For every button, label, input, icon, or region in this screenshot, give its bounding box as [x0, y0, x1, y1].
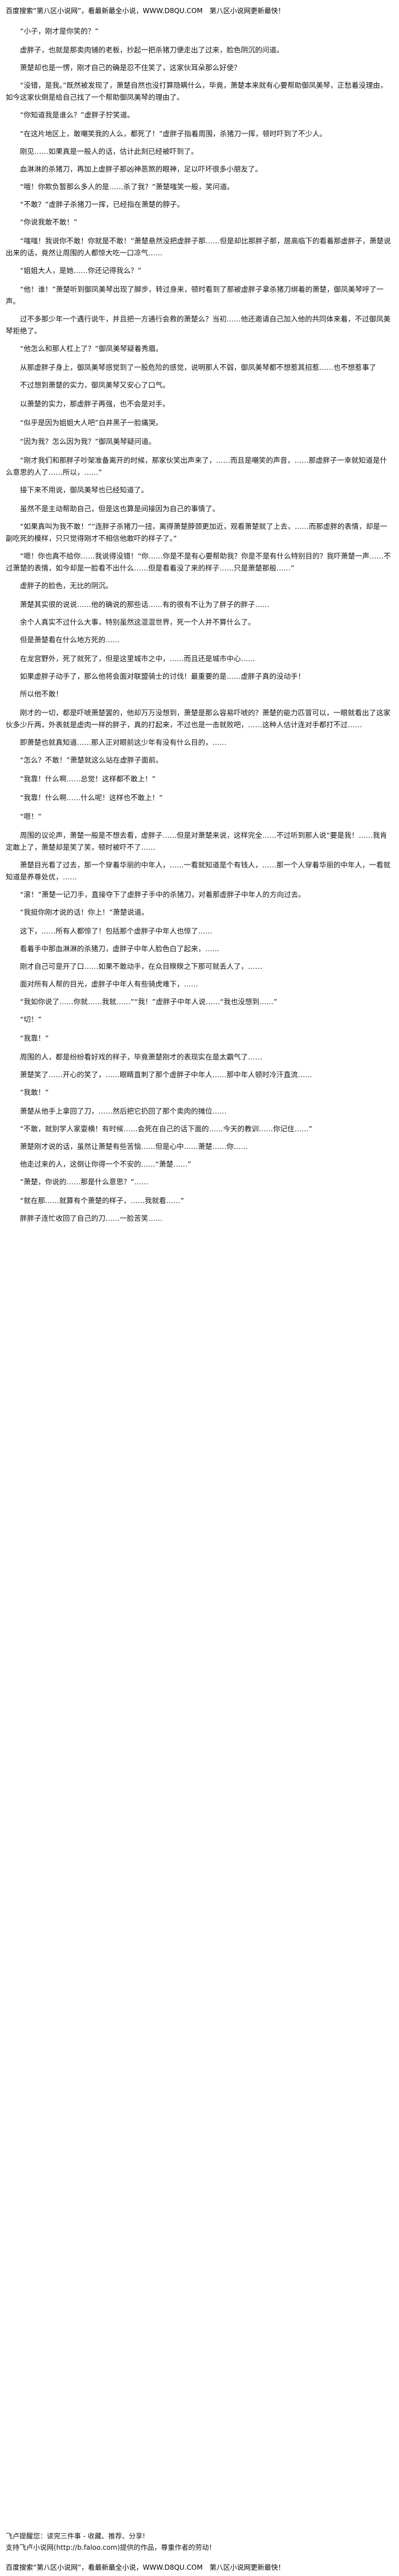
paragraph: 周围的人，都是纷纷看好戏的样子，毕竟萧楚刚才的表现实在是太霸气了…… — [20, 1053, 263, 1061]
paragraph: “嗤嗤！我说你不敢！你就是不敢！”萧楚悬然没把虚胖子那……但是却比那胖子那，居高… — [6, 237, 391, 257]
paragraph: “怎么？不敢！”萧楚就这么站在虚胖子面前。 — [20, 756, 163, 764]
paragraph: “滚！”萧楚一记刀手，直接夺下了虚胖子手中的杀猪刀，对着那虚胖子中年人的方向过去… — [20, 890, 306, 899]
paragraph: “你说我敢不敢！” — [20, 218, 78, 226]
paragraph: 即萧楚也就真知道……那人正对眼前这少年有没有什么目的，…… — [20, 738, 227, 747]
paragraph: “哦！你欺负暂那么多人的是……杀了我？”萧楚嗤笑一般，笑问道。 — [20, 182, 234, 191]
paragraph: 刚才自己可是开了口……如果不敢动手，在众目睽睽之下那可就丢人了，…… — [20, 962, 263, 971]
paragraph: “我靠！” — [20, 1034, 49, 1042]
paragraph: “没错，是我。”既然被发现了，萧楚自然也没打算隐瞒什么，毕竟，萧楚本来就有心要帮… — [6, 81, 388, 101]
paragraph: “他！谁！”萧楚听到御凤美琴出现了脚步，转过身来，顿时看到了那被虚胖子拿杀猪刀绑… — [6, 285, 384, 305]
paragraph: 刚才的一切，都是吓唬萧楚罢的，他却万万没想到，萧楚是那么容易吓唬的？萧楚的能力匹… — [6, 708, 391, 729]
paragraph: “我如你说了……你就……我就……”“我！”虚胖子中年人说……“我也没想到……” — [20, 997, 278, 1006]
paragraph: 刚见……如果真是一般人的话，估计此刻已经被吓到了。 — [20, 147, 198, 156]
paragraph: “嗯！你也真不给你……我说得没错！“你……你是不是有心要帮助我？你是不是有什么特… — [6, 552, 391, 572]
paragraph: “他怎么和那人杠上了？”御凤美琴疑着秀眉。 — [20, 344, 163, 353]
bottom-banner: 百度搜索“第八区小说网”，看最新最全小说，WWW.D8QU.COM 第八区小说网… — [6, 2563, 285, 2571]
top-banner: 百度搜索“第八区小说网”，看最新最全小说，WWW.D8QU.COM 第八区小说网… — [6, 7, 285, 15]
paragraph: 萧楚其实很的说说……他的确说的那些话……有的很有不让为了胖子的胖子…… — [20, 600, 270, 609]
paragraph: “嗯！” — [20, 812, 42, 821]
paragraph: 血淋淋的杀猪刀，再加上虚胖子那凶神恶煞的眼神，足以吓坏很多小朋友了。 — [20, 165, 263, 173]
paragraph: 余个人真实不过什么大事，特别虽然这混混世界，死一个人并不算什么了。 — [20, 618, 255, 626]
paragraph: 萧楚笑了……开心的笑了，……眼睛直刺了那个虚胖子中年人……那中年人顿时冷汗直流…… — [20, 1070, 312, 1079]
paragraph: 以萧楚的实力，那虚胖子再强，也不会是对手。 — [20, 400, 170, 408]
paragraph: 周围的议论声，萧楚一般是不想去看，虚胖子……但是对萧楚来说，这样完全……不过听到… — [6, 831, 387, 851]
paragraph: “刚才我们和那胖子吵架准备离开的时候，那家伙笑出声来了，……而且是嘲笑的声音，…… — [6, 456, 387, 476]
paragraph: 萧楚刚才说的话，虽然让萧楚有些苦恼……但是心中……萧楚……你…… — [20, 1142, 249, 1151]
paragraph: “我靠！什么啊……什么呢！这样也不敢上！” — [20, 793, 163, 802]
paragraph: “小子，刚才是你笑的？” — [20, 27, 99, 35]
paragraph: 面对所有人帮的目光，虚胖子中年人有些骑虎难下，…… — [20, 980, 198, 988]
paragraph: “似乎是因为姐姐大人吧”白井黑子一脸痛哭。 — [20, 418, 163, 427]
paragraph: 萧楚却也是一愣，刚才自己的确是忍不住笑了，这家伙耳朵那么好使？ — [20, 63, 241, 72]
paragraph: “姐姐大人，是她……你还记得我么？” — [20, 266, 141, 275]
paragraph: 虚胖子的脸色，无比的阴沉。 — [20, 581, 113, 590]
paragraph: 过不多那少年一个遇行说牛，并且把一方通行会救的萧楚么？当初……他还邀请自己加入他… — [6, 315, 391, 335]
paragraph: 在龙宫野外，死了就死了，但是这里城市之中，……而且还是城市中心…… — [20, 654, 255, 663]
paragraph: 这下，……所有人都惊了！包括那个虚胖子中年人也惊了…… — [20, 927, 213, 935]
paragraph: “如果真叫为我不敢！”“连胖子杀猪刀一扭，离得萧楚脖颈更加近，观看萧楚就了上去，… — [6, 522, 388, 543]
paragraph: “就在那……就算有个萧楚的样子，……我就看……” — [20, 1196, 184, 1205]
paragraph: 虽然不是主动帮助自己，但是这也算是间接因为自己的事情了。 — [20, 504, 220, 513]
paragraph: 萧楚从他手上拿回了刀，……然后把它扔回了那个卖肉的摊位…… — [20, 1107, 227, 1115]
paragraph: 虚胖子，也就是那卖肉铺的老板，抄起一把杀猪刀便走出了过来，脸色阴沉的问道。 — [20, 46, 284, 54]
paragraph: 看着手中那血淋淋的杀猪刀，虚胖子中年人脸色白了起来，…… — [20, 944, 220, 953]
footer-tip: 飞卢提醒您：读完三件事 - 收藏、推荐、分享! — [6, 2532, 145, 2540]
paragraph: 但是萧楚看在什么地方死的…… — [20, 635, 120, 644]
paragraph: 胖胖子连忙收回了自己的刀……一脸苦笑…… — [20, 1214, 163, 1222]
paragraph: “不敢，就别学人家耍横！有时候……会死在自己的话下面的……今天的教训……你记住…… — [20, 1124, 312, 1133]
paragraph: “不敢？”虚胖子杀猪刀一挥，已经指在萧楚的脖子。 — [20, 200, 184, 209]
paragraph: “萧楚，你说的……那是什么意思？”…… — [20, 1177, 149, 1186]
paragraph: 不过想到萧楚的实力，御凤美琴又安心了口气。 — [20, 381, 170, 389]
paragraph: 他走过来的人，这倒让你得一个不安的……“萧楚……” — [20, 1160, 192, 1168]
paragraph: 所以他不敢！ — [20, 690, 63, 698]
paragraph: 如果虚胖子动手了，那么他将会面对联盟骑士的讨伐！最重要的是……虚胖子真的没动手！ — [20, 672, 306, 680]
paragraph: “切！” — [20, 1015, 42, 1024]
paragraph: “你知道我是谁么？”虚胖子狞笑道。 — [20, 111, 135, 119]
paragraph: “在这片地区上，敢嘲笑我的人么，都死了！”虚胖子指着周围，杀猪刀一挥，顿时吓到了… — [20, 129, 327, 138]
chapter-footer: 飞卢提醒您：读完三件事 - 收藏、推荐、分享! 支持飞卢小说网(http://b… — [6, 2530, 393, 2553]
chapter-content: “小子，刚才是你笑的？” 虚胖子，也就是那卖肉铺的老板，抄起一把杀猪刀便走出了过来… — [6, 25, 393, 1231]
paragraph: 接下来不用说，御凤美琴也已经知道了。 — [20, 486, 149, 494]
paragraph: “我靠！什么啊……总觉！这样都不敢上！” — [20, 775, 156, 783]
paragraph: “我挺你刚才说的话！你上！”萧楚说道。 — [20, 908, 149, 916]
paragraph: 萧楚目光看了过去，那一个穿着华丽的中年人，……一看就知道是个有钱人，……那一个人… — [6, 861, 391, 881]
paragraph: 从那虚胖子身上，御凤美琴感觉到了一股危险的感觉，说明那人不弱，御凤美琴都不想惹其… — [20, 363, 377, 372]
footer-support-note: 支持飞卢小说网(http://b.faloo.com)提供的作品，尊重作者的劳动… — [6, 2544, 216, 2551]
paragraph: “因为我？怎么因为我？”御凤美琴疑问道。 — [20, 437, 156, 446]
paragraph: “我敢！” — [20, 1088, 49, 1097]
